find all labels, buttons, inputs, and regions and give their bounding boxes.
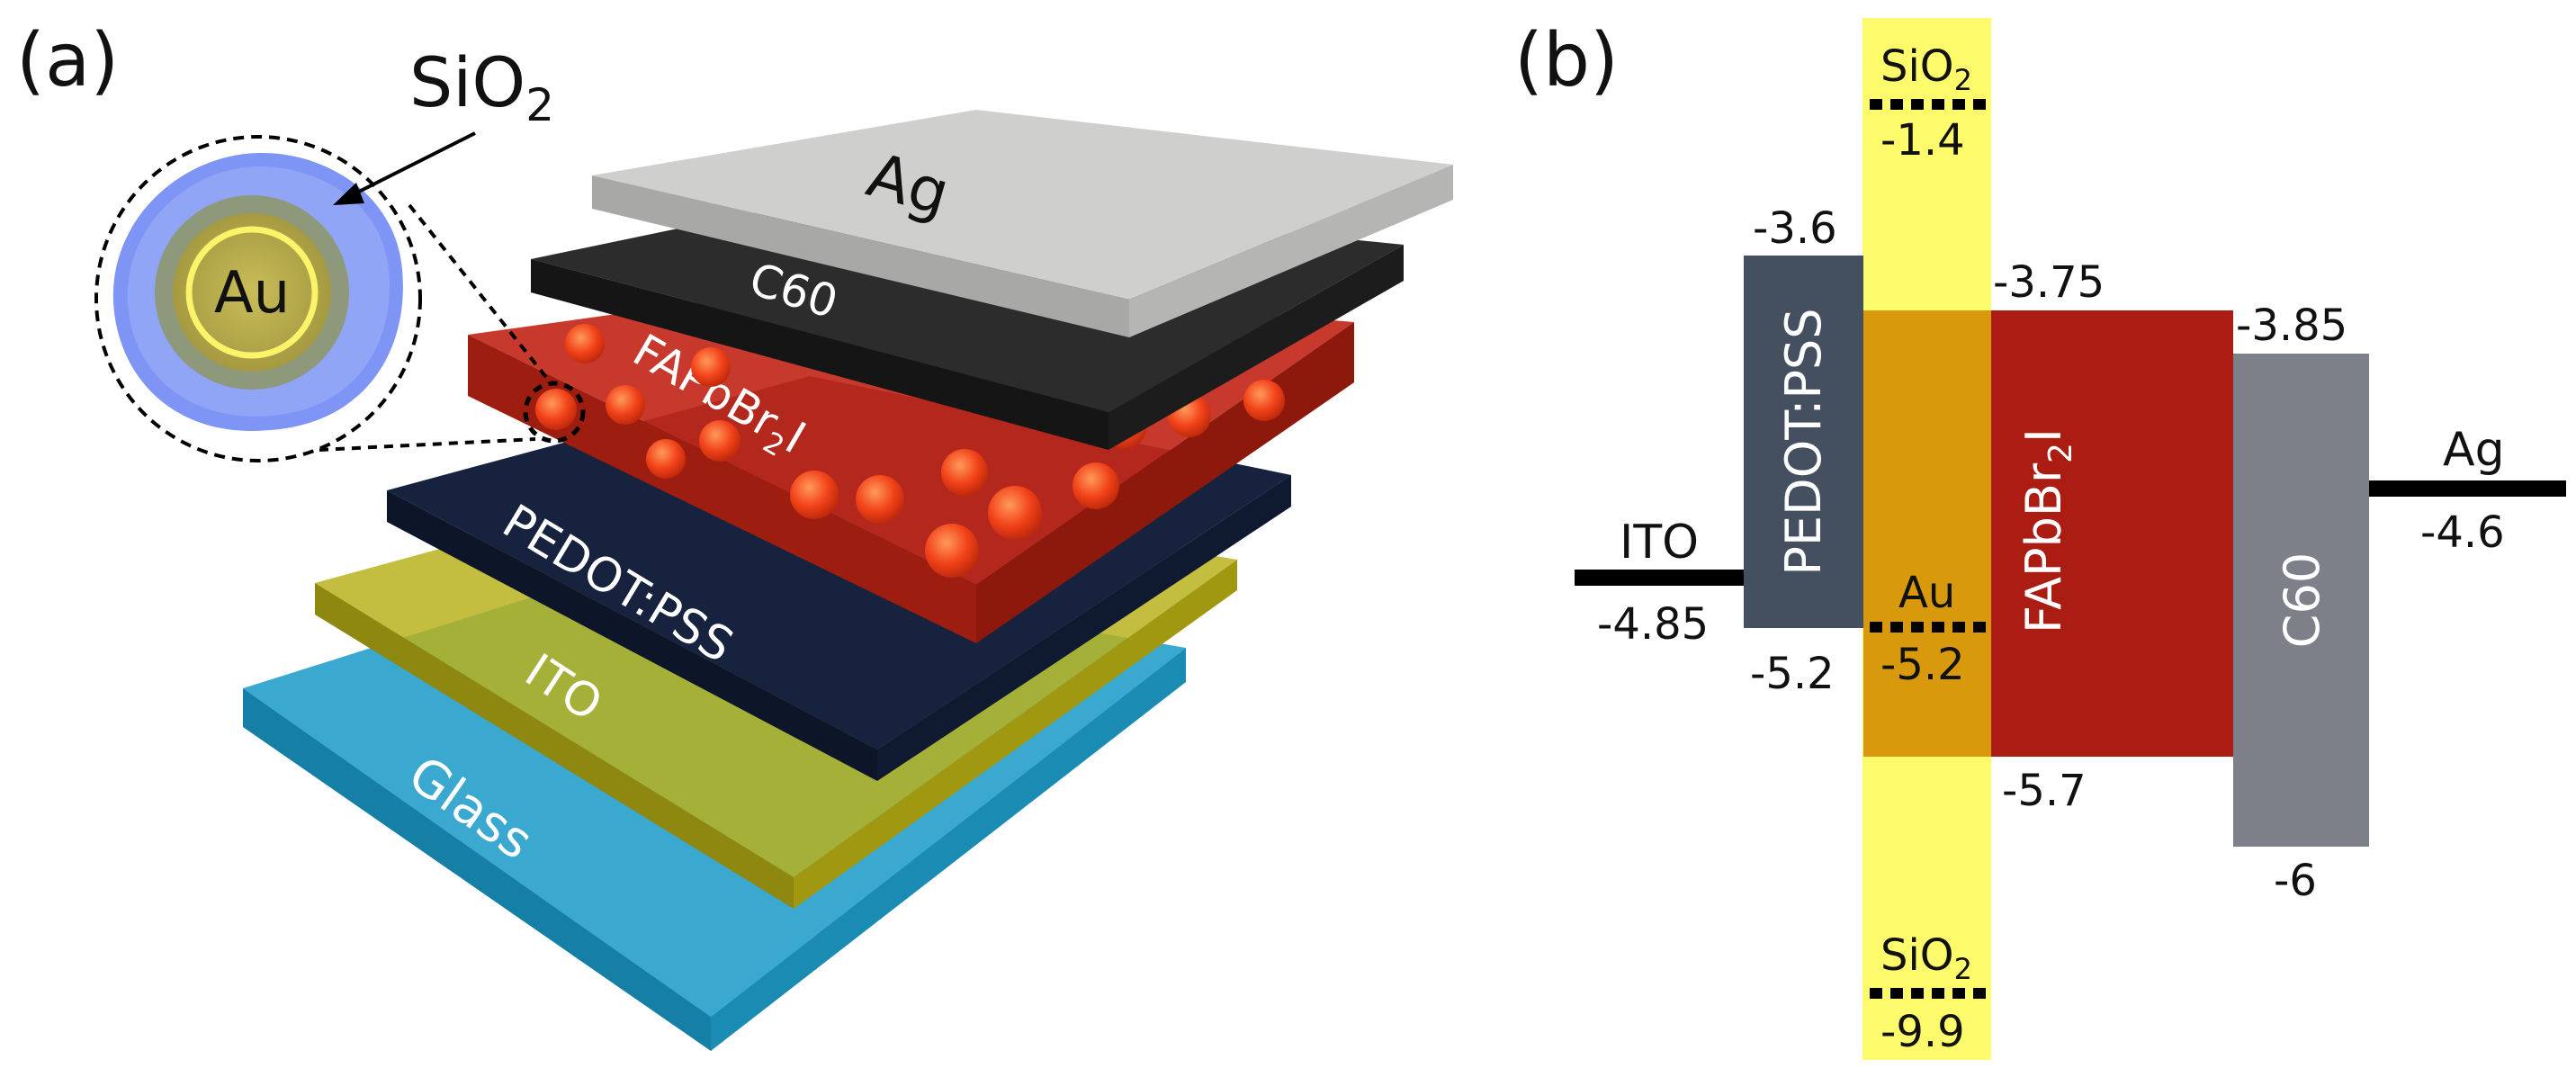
sio2-pointer-line — [346, 131, 476, 200]
sio2-top-label: SiO2 — [1880, 41, 1972, 97]
ito-value: -4.85 — [1597, 599, 1709, 650]
ag-label: Ag — [2443, 423, 2505, 477]
perovskite-label: FAPbBr2I — [2015, 428, 2079, 633]
perovskite-top-value: -3.75 — [1993, 257, 2105, 308]
nanoparticle — [925, 524, 979, 578]
au-value: -5.2 — [1880, 640, 1965, 690]
sio2-pointer-arrow — [333, 183, 364, 205]
au-core-label: Au — [214, 260, 290, 327]
pedot-band — [1744, 256, 1863, 628]
sio2-bottom-label: SiO2 — [1880, 930, 1972, 986]
sio2-shell-label: SiO2 — [409, 42, 554, 131]
au-label: Au — [1898, 568, 1955, 618]
core-shell-inset: Au SiO2 — [94, 42, 554, 462]
perovskite-bottom-value: -5.7 — [2002, 766, 2087, 816]
sio2-bottom-value: -9.9 — [1880, 1007, 1965, 1057]
nanoparticle — [606, 385, 645, 425]
pedot-bottom-value: -5.2 — [1750, 649, 1835, 699]
c60-label: C60 — [2274, 552, 2330, 648]
panel-b: (b) ITO -4.85 -3.6 -5.2 PEDOT:PSS Au -5.… — [1514, 18, 2566, 1060]
c60-band — [2233, 354, 2369, 847]
ag-value: -4.6 — [2420, 507, 2505, 558]
zoom-line-top — [408, 203, 554, 387]
nanoparticle — [699, 420, 740, 462]
nanoparticle — [1073, 462, 1119, 509]
panel-b-label: (b) — [1514, 18, 1619, 103]
nanoparticle — [941, 449, 988, 496]
nanoparticle — [646, 439, 686, 479]
nanoparticle — [565, 324, 605, 363]
pedot-label: PEDOT:PSS — [1775, 308, 1832, 575]
ito-label: ITO — [1620, 516, 1699, 570]
c60-top-value: -3.85 — [2236, 301, 2347, 351]
perovskite-band — [1991, 310, 2233, 757]
nanoparticle — [1243, 380, 1285, 421]
au-core — [173, 213, 331, 372]
zoom-line-bottom — [319, 437, 536, 452]
sio2-top-value: -1.4 — [1880, 115, 1965, 166]
au-core-ring — [185, 226, 319, 359]
layer-ag: Ag — [592, 110, 1453, 337]
panel-a-label: (a) — [16, 18, 119, 103]
highlighted-nanoparticle — [523, 381, 586, 444]
pedot-top-value: -3.6 — [1753, 203, 1837, 254]
au-band — [1863, 310, 1992, 757]
nanoparticle — [691, 347, 731, 387]
nanoparticle — [988, 486, 1042, 540]
c60-bottom-value: -6 — [2274, 856, 2317, 906]
nanoparticle — [535, 389, 577, 430]
nanoparticle — [856, 475, 904, 524]
panel-a: (a) Glass ITO PEDOT:PSS FAPbBr2I — [16, 18, 1453, 1051]
nanoparticle — [790, 471, 839, 519]
